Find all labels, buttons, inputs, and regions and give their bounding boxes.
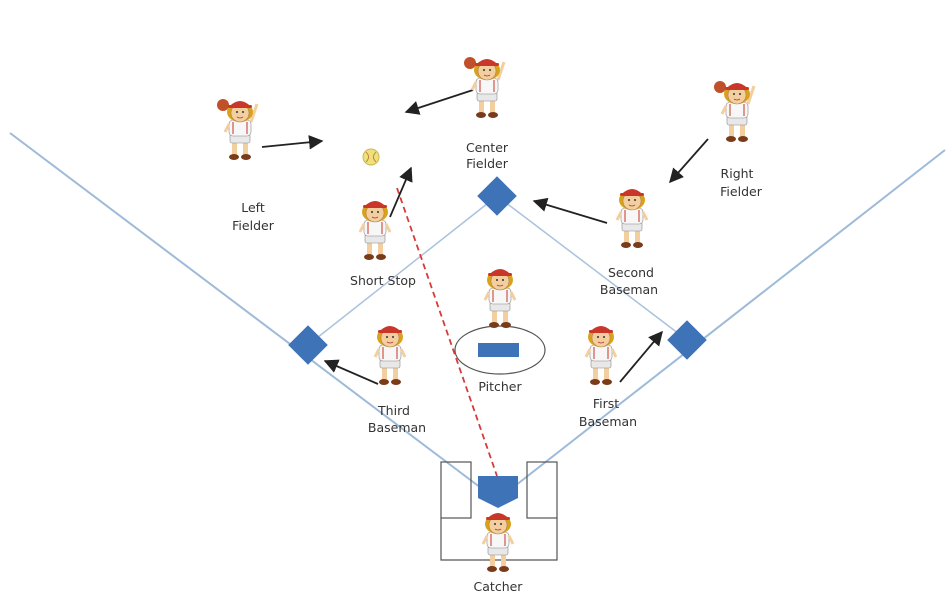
label-line: Right — [721, 166, 754, 181]
basepath-third-second — [307, 195, 498, 346]
label-second-baseman: Second Baseman — [600, 265, 658, 297]
label-center-fielder: Center Fielder — [466, 140, 509, 171]
player-icon — [483, 269, 517, 328]
pitcher-rubber — [478, 343, 519, 357]
arrow-center-fielder — [404, 89, 474, 115]
label-line: Fielder — [232, 218, 275, 233]
label-right-fielder: Right Fielder — [720, 166, 763, 199]
player-throwing-icon — [714, 81, 756, 142]
home-plate — [478, 476, 518, 508]
label-line: Third — [377, 403, 410, 418]
player-icon — [373, 326, 407, 385]
arrow-first-baseman — [619, 330, 663, 383]
label-line: Baseman — [600, 282, 658, 297]
label-line: Short Stop — [350, 273, 416, 288]
arrow-second-baseman — [532, 197, 608, 224]
label-short-stop: Short Stop — [350, 273, 416, 288]
label-line: Pitcher — [478, 379, 522, 394]
throw-path-line — [396, 187, 498, 477]
label-line: Baseman — [579, 414, 637, 429]
label-pitcher: Pitcher — [478, 379, 522, 394]
first-base — [667, 320, 707, 360]
players-layer — [217, 57, 756, 572]
catcher-box — [440, 518, 558, 561]
basepath-second-first — [496, 195, 688, 341]
label-third-baseman: Third Baseman — [368, 403, 426, 435]
label-line: Catcher — [474, 579, 524, 594]
arrow-left-fielder — [261, 135, 324, 150]
label-catcher: Catcher — [474, 579, 524, 594]
label-line: Fielder — [720, 184, 763, 199]
label-left-fielder: Left Fielder — [232, 200, 275, 233]
player-icon — [358, 201, 392, 260]
label-line: Second — [608, 265, 654, 280]
arrow-third-baseman — [323, 359, 379, 385]
third-base — [288, 325, 328, 365]
pitcher-mound — [454, 325, 546, 375]
arrow-right-fielder — [669, 138, 709, 184]
batter-box-right — [526, 461, 558, 519]
player-throwing-icon — [464, 57, 506, 118]
player-throwing-icon — [217, 99, 259, 160]
label-line: Fielder — [466, 156, 509, 171]
left-foul-line — [9, 132, 498, 501]
label-line: First — [593, 396, 619, 411]
second-base — [477, 176, 517, 216]
label-line: Center — [466, 140, 509, 155]
player-icon — [481, 513, 515, 572]
label-line: Baseman — [368, 420, 426, 435]
right-foul-line — [496, 149, 946, 501]
batter-box-left — [440, 461, 472, 519]
baseball-icon — [362, 148, 380, 166]
player-icon — [615, 189, 649, 248]
label-line: Left — [241, 200, 265, 215]
arrow-short-stop — [389, 166, 413, 218]
label-first-baseman: First Baseman — [579, 396, 637, 429]
player-icon — [584, 326, 618, 385]
